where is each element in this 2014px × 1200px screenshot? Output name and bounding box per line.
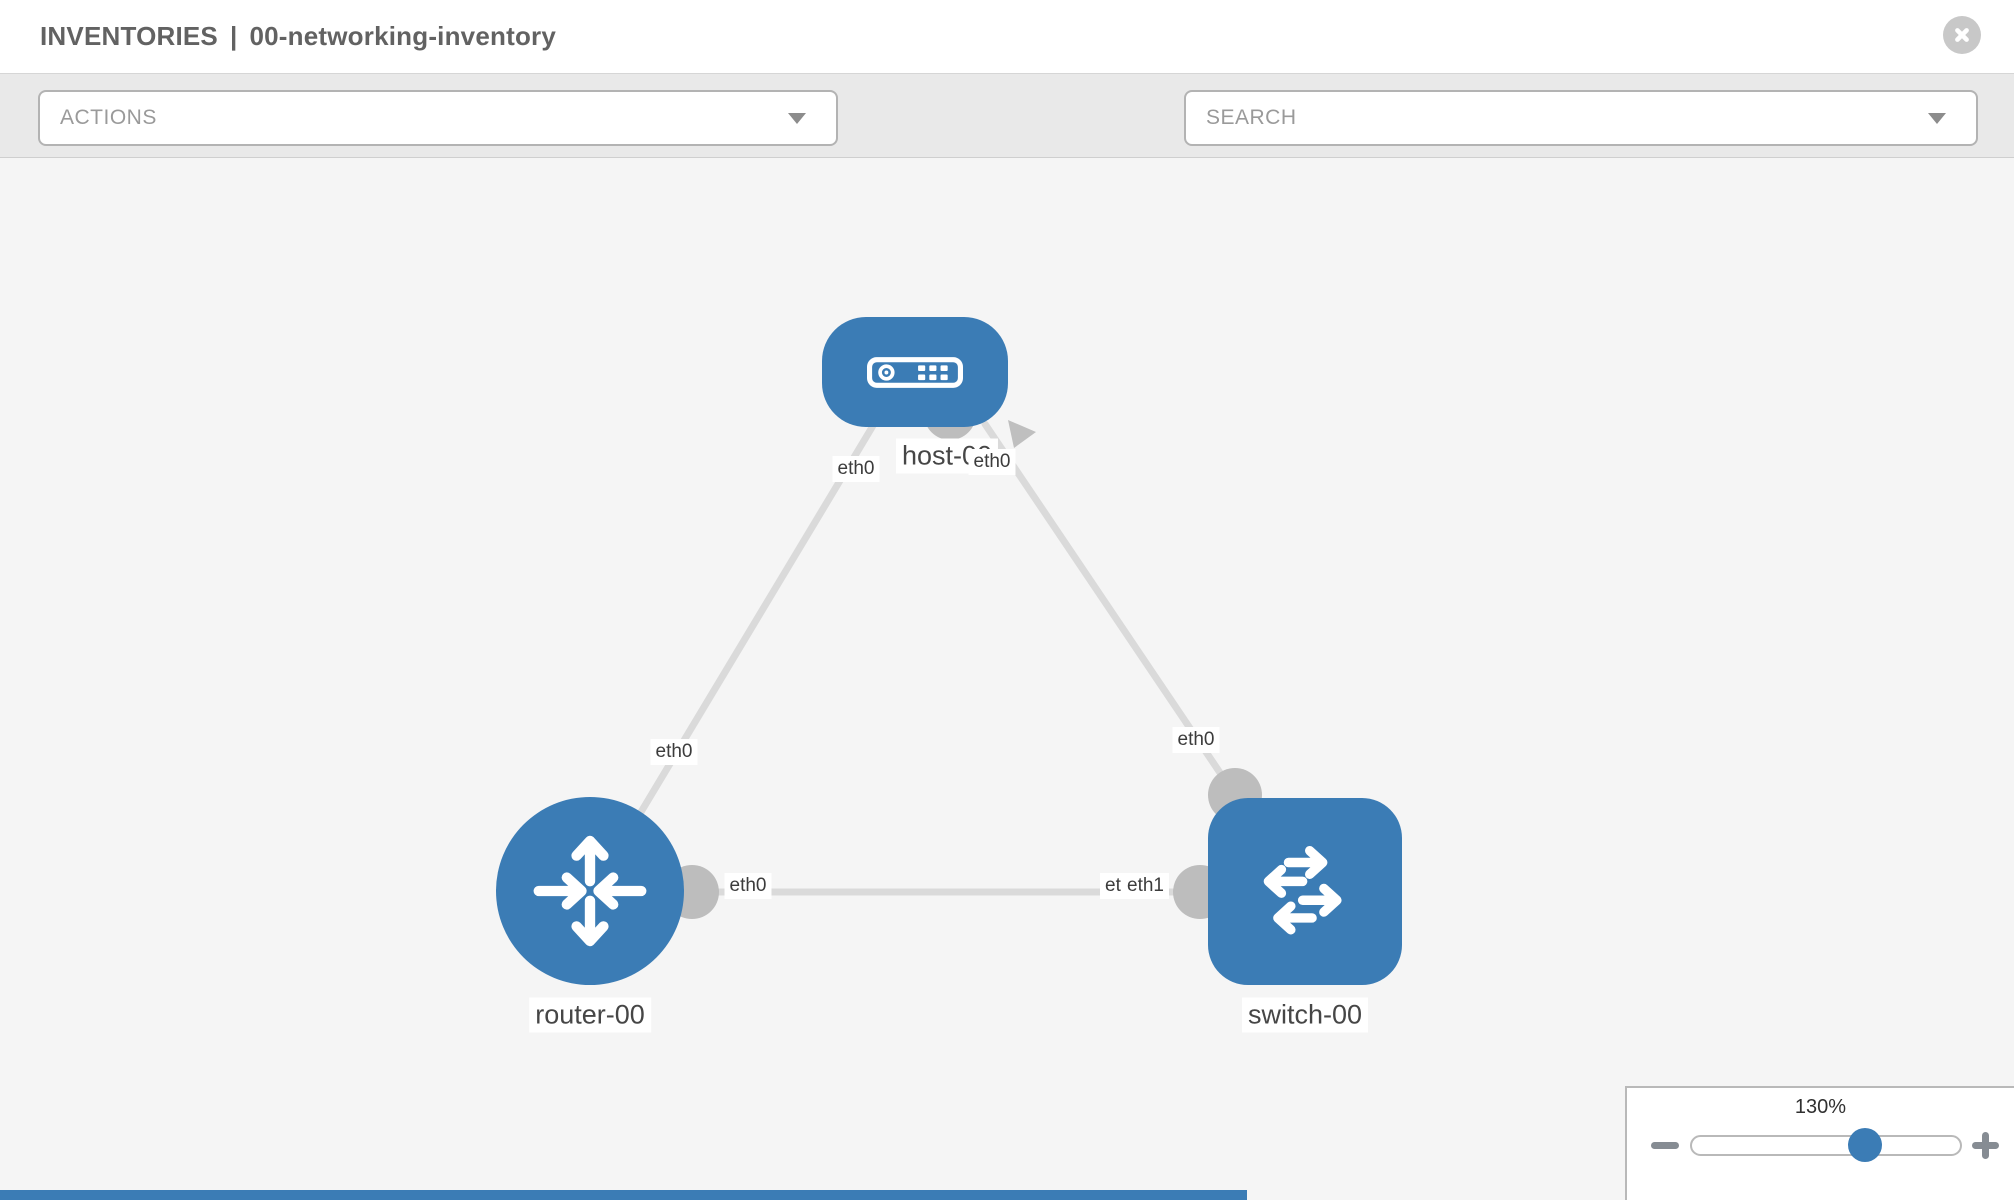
header-bar: INVENTORIES | 00-networking-inventory <box>0 0 2014 73</box>
node-label-router-00: router-00 <box>529 997 651 1033</box>
close-button[interactable] <box>1943 16 1981 54</box>
zoom-slider-thumb[interactable] <box>1848 1128 1882 1162</box>
search-dropdown[interactable]: SEARCH <box>1184 90 1978 146</box>
bottom-panel-edge <box>0 1190 1247 1200</box>
actions-dropdown[interactable]: ACTIONS <box>38 90 838 146</box>
search-dropdown-label: SEARCH <box>1206 106 1297 129</box>
node-host-00[interactable] <box>822 317 1008 427</box>
router-icon <box>533 835 647 947</box>
page-title: INVENTORIES | 00-networking-inventory <box>40 0 556 73</box>
page-title-inventory-name: 00-networking-inventory <box>249 21 557 51</box>
interface-label-router-eth0-top: eth0 <box>650 739 698 765</box>
plus-icon <box>1982 1132 1989 1159</box>
links-layer <box>637 388 1262 919</box>
switch-icon <box>1263 845 1342 934</box>
interface-label-router-eth0-right: eth0 <box>724 873 772 899</box>
interface-label-switch-eth1: eth1 <box>1122 873 1169 899</box>
page-title-section: INVENTORIES <box>40 21 218 51</box>
node-router-00[interactable] <box>496 797 684 985</box>
zoom-control-panel: 130% <box>1625 1086 2014 1200</box>
zoom-slider-track[interactable] <box>1690 1135 1962 1156</box>
interface-label-switch-eth0: eth0 <box>1172 727 1220 753</box>
close-icon <box>1955 28 1969 42</box>
node-label-switch-00: switch-00 <box>1241 997 1369 1033</box>
chevron-down-icon <box>1928 113 1946 124</box>
actions-dropdown-label: ACTIONS <box>60 106 157 129</box>
link-arrow-marker <box>1008 420 1036 448</box>
zoom-out-button[interactable] <box>1651 1142 1679 1149</box>
topology-canvas[interactable] <box>0 158 2014 1200</box>
switch-icon-node[interactable] <box>1208 798 1402 985</box>
interface-label-host-eth0-left: eth0 <box>832 456 880 482</box>
toolbar: ACTIONS SEARCH <box>0 73 2014 203</box>
page-title-separator: | <box>229 21 238 51</box>
zoom-in-button[interactable] <box>1972 1132 1999 1159</box>
chevron-down-icon <box>788 113 806 124</box>
host-icon <box>867 356 963 388</box>
interface-label-host-eth0-right: eth0 <box>968 449 1016 475</box>
zoom-level-value: 130% <box>1794 1096 1847 1118</box>
